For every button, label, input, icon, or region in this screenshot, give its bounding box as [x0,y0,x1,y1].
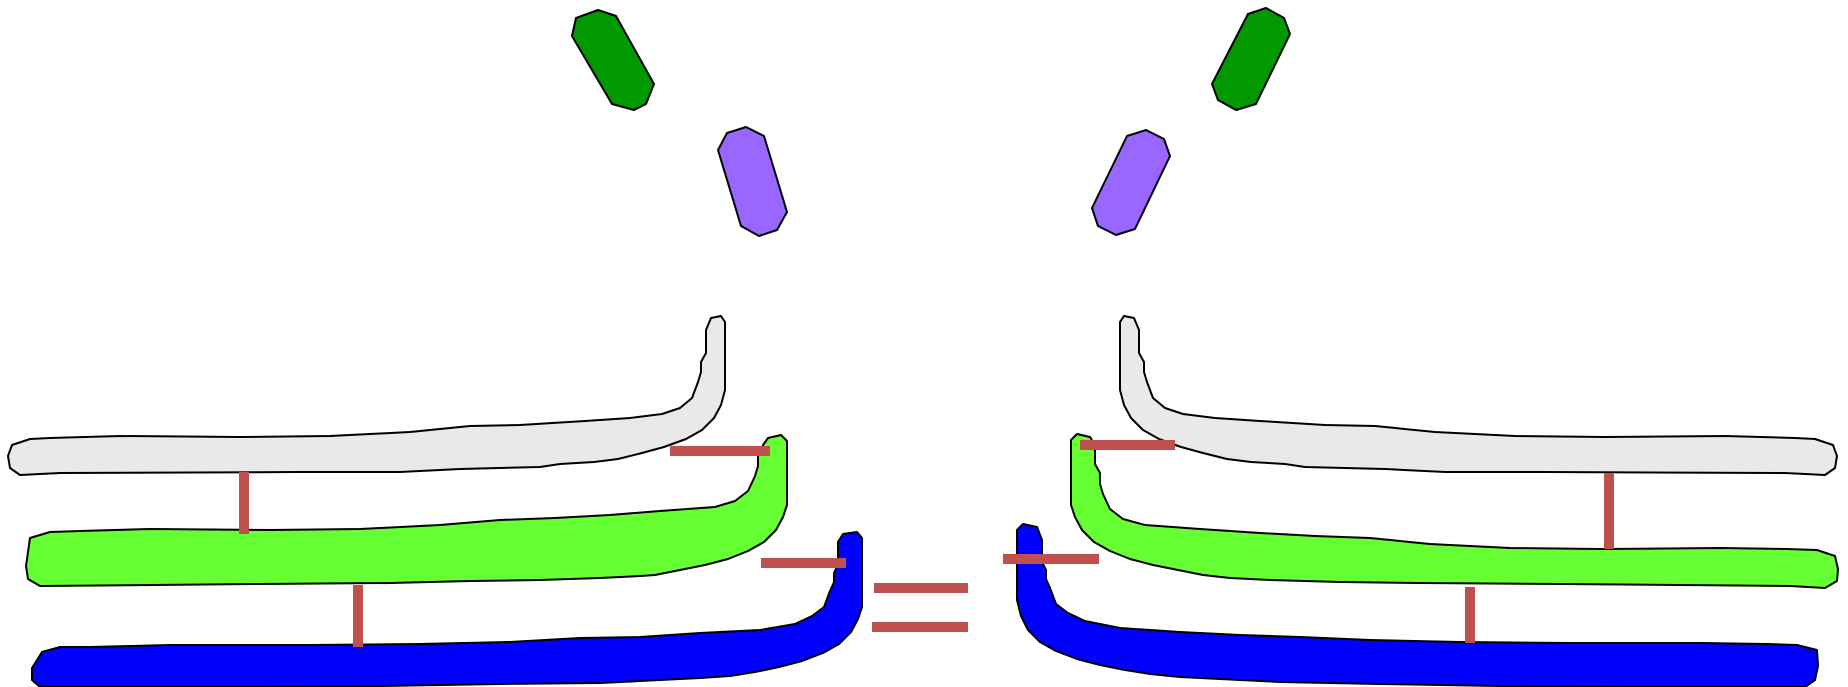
connector [872,622,968,632]
connector [1604,473,1614,549]
connector [874,583,968,593]
right-green-fragment [1212,8,1290,110]
left-assembly [8,10,862,687]
connector [1003,554,1099,564]
connector [1080,440,1175,450]
connector [761,558,846,568]
connector [353,585,363,647]
connector [670,446,770,456]
right-assembly [1003,8,1838,687]
connector [239,472,249,534]
left-gray-strand [8,316,725,475]
left-purple-fragment [718,127,787,236]
connector [1465,587,1475,643]
right-gray-strand [1120,316,1837,475]
right-purple-fragment [1092,130,1170,235]
left-green-fragment [572,10,654,110]
center-connectors [872,583,968,632]
